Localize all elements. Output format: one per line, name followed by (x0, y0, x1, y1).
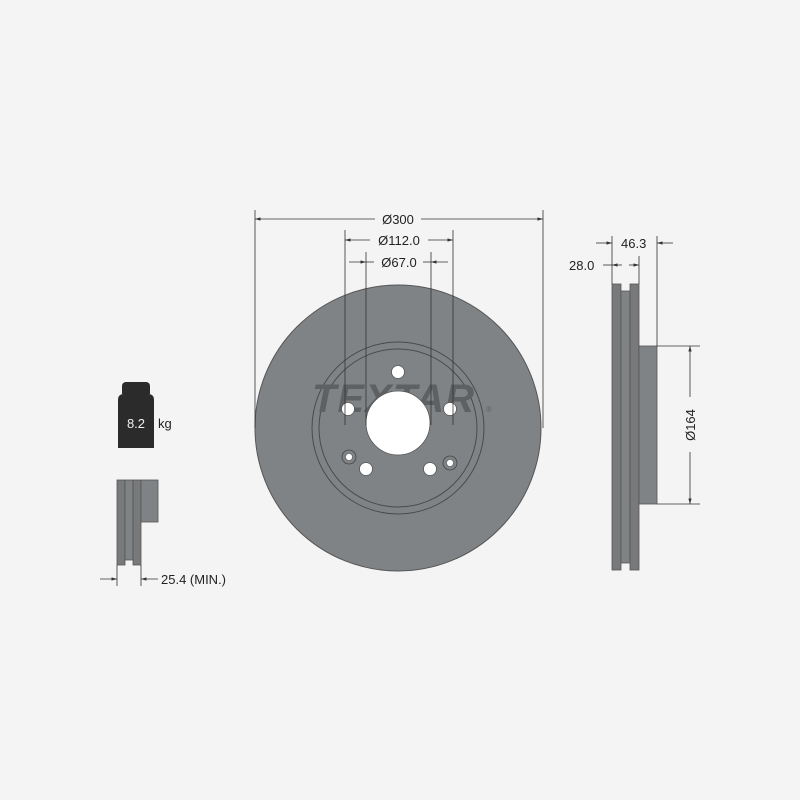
dim-bolt-circle: Ø112.0 (345, 233, 453, 248)
weight-indicator: 8.2 kg (118, 382, 172, 448)
disc-side-view: 46.3 28.0 Ø164 (569, 236, 700, 571)
side-vent-channel (620, 290, 631, 564)
center-bore (365, 390, 431, 456)
bolt-hole-bottom-left (359, 462, 373, 476)
dim-total-height: 46.3 (596, 236, 673, 251)
min-vent-channel (124, 479, 134, 561)
bolt-circle-label: Ø112.0 (378, 233, 420, 248)
outer-diameter-label: Ø300 (382, 212, 414, 227)
weight-unit: kg (158, 416, 172, 431)
min-plate-outer (116, 479, 126, 566)
dim-hat-diameter: Ø164 (683, 346, 698, 504)
locating-hole-ring-right (442, 455, 458, 471)
side-extension-lines (611, 236, 700, 505)
weight-icon-handle (122, 382, 150, 394)
dim-center-bore: Ø67.0 (349, 255, 448, 270)
hat-diameter-label: Ø164 (683, 409, 698, 441)
min-hat (140, 479, 159, 523)
weight-icon (118, 394, 154, 448)
locating-hole-ring-left (341, 449, 357, 465)
hat-ring-inner (318, 348, 478, 508)
side-plate-outer (611, 283, 622, 571)
bolt-hole-top (391, 365, 405, 379)
bolt-hole-bottom-right (423, 462, 437, 476)
disc-front-view: TEXTAR ® Ø300 (254, 210, 544, 572)
side-hat (638, 345, 658, 505)
side-plate-inner (629, 283, 640, 571)
dim-outer-diameter: Ø300 (255, 212, 543, 227)
min-thickness-label: 25.4 (MIN.) (161, 572, 226, 587)
weight-value: 8.2 (127, 416, 145, 431)
extension-lines (254, 210, 544, 428)
locating-hole-right (446, 459, 454, 467)
hat-ring-outer (311, 341, 485, 515)
dim-thickness: 28.0 (569, 258, 639, 273)
bolt-hole-right (443, 402, 457, 416)
bolt-hole-left (341, 402, 355, 416)
locating-hole-left (345, 453, 353, 461)
trademark-symbol: ® (486, 405, 492, 414)
min-thickness-indicator: 25.4 (MIN.) (100, 479, 226, 587)
total-height-label: 46.3 (621, 236, 646, 251)
center-bore-label: Ø67.0 (381, 255, 416, 270)
thickness-label: 28.0 (569, 258, 594, 273)
min-plate-inner (132, 479, 142, 566)
